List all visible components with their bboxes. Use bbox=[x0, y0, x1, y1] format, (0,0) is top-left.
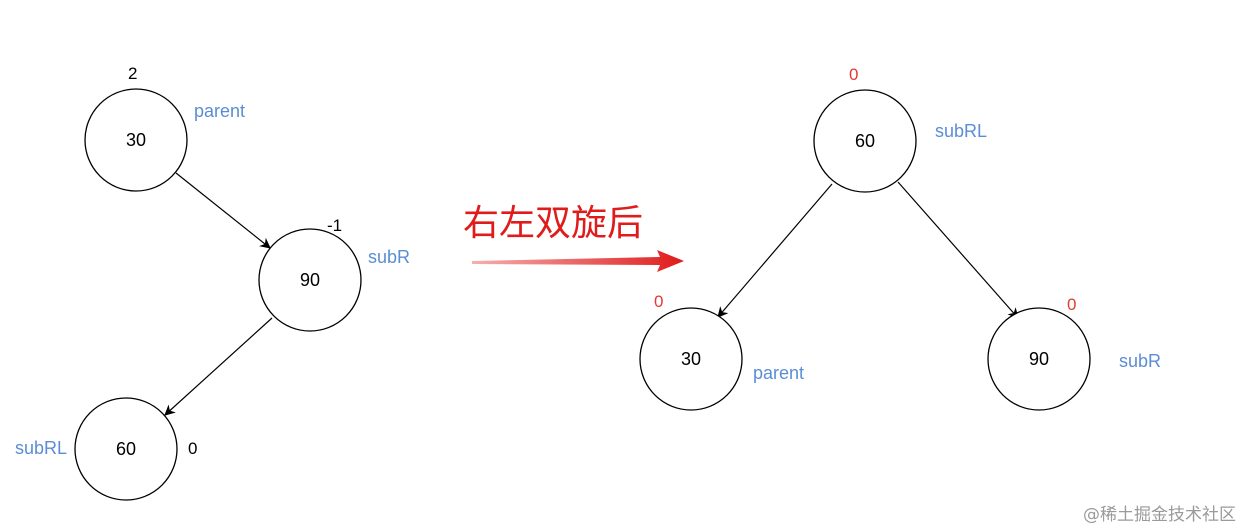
after-node-subRL: 60 subRL 0 bbox=[813, 65, 987, 193]
before-node-subRL: 60 subRL 0 bbox=[15, 397, 197, 501]
node-value: 90 bbox=[300, 270, 320, 290]
role-label: subR bbox=[368, 247, 410, 267]
balance-factor: 0 bbox=[654, 292, 663, 311]
edge-subRL-to-subR bbox=[897, 181, 1019, 319]
before-node-subR: 90 subR -1 bbox=[258, 216, 410, 332]
node-value: 30 bbox=[126, 130, 146, 150]
balance-factor: 0 bbox=[1067, 295, 1076, 314]
role-label: parent bbox=[753, 363, 804, 383]
after-tree: 60 subRL 0 30 parent 0 90 subR 0 bbox=[639, 65, 1161, 411]
after-node-subR: 90 subR 0 bbox=[987, 295, 1161, 411]
before-node-parent: 30 parent 2 bbox=[84, 64, 245, 192]
role-label: parent bbox=[194, 101, 245, 121]
node-value: 90 bbox=[1029, 349, 1049, 369]
edge-subR-to-subRL bbox=[164, 317, 273, 416]
balance-factor: 2 bbox=[128, 64, 137, 83]
role-label: subRL bbox=[935, 121, 987, 141]
edge-subRL-to-parent bbox=[717, 183, 833, 318]
edge-parent-to-subR bbox=[175, 172, 271, 249]
balance-factor: -1 bbox=[327, 216, 342, 235]
after-node-parent: 30 parent 0 bbox=[639, 292, 804, 411]
node-value: 60 bbox=[116, 439, 136, 459]
role-label: subRL bbox=[15, 438, 67, 458]
role-label: subR bbox=[1119, 351, 1161, 371]
transition-caption: 右左双旋后 bbox=[463, 203, 643, 244]
before-tree: 30 parent 2 90 subR -1 60 subRL 0 bbox=[15, 64, 410, 501]
balance-factor: 0 bbox=[188, 439, 197, 458]
watermark: @稀土掘金技术社区 bbox=[1083, 505, 1236, 525]
balance-factor: 0 bbox=[849, 65, 858, 84]
transition: 右左双旋后 bbox=[463, 203, 684, 272]
red-arrow-icon bbox=[472, 250, 684, 272]
node-value: 30 bbox=[681, 349, 701, 369]
node-value: 60 bbox=[855, 131, 875, 151]
